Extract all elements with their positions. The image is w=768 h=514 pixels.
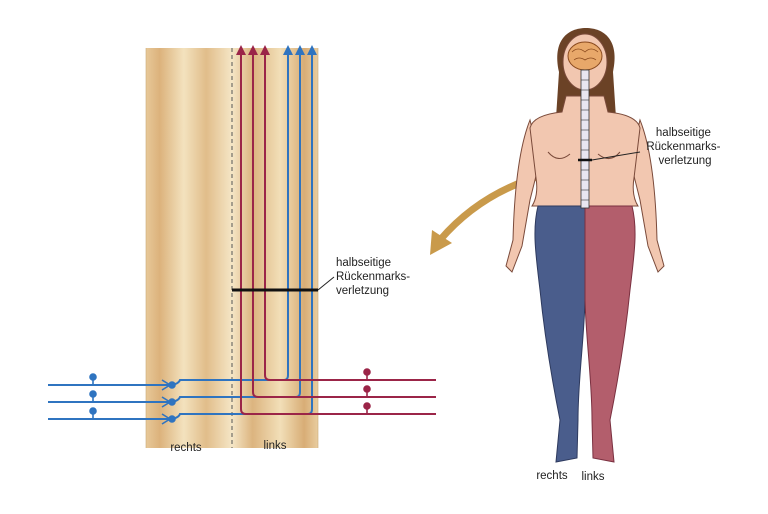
cord-label-left: links [263,440,286,452]
leg-left [584,205,636,463]
figure-label-left: links [581,471,604,483]
human-figure [505,28,665,463]
red-pathway-1 [260,45,436,381]
right-arm [505,118,541,273]
lesion-leader-line [317,276,335,291]
cord-label-right: rechts [170,442,202,454]
red-pathway-3 [236,45,436,415]
figure-label-right: rechts [536,470,568,482]
leg-right [534,205,586,463]
figure-lesion-leader [591,151,641,161]
cord-lesion-label: halbseitige Rückenmarks- verletzung [336,257,413,297]
figure-lesion-label: halbseitige Rückenmarks- verletzung [646,127,723,167]
brain-icon [567,41,603,71]
ganglion-markers [89,368,371,425]
figure-spinal-cord [580,69,590,209]
spinal-cord-section [145,48,319,448]
red-pathway-2 [248,45,436,398]
red-pathways [236,45,436,415]
left-arm [629,118,665,273]
